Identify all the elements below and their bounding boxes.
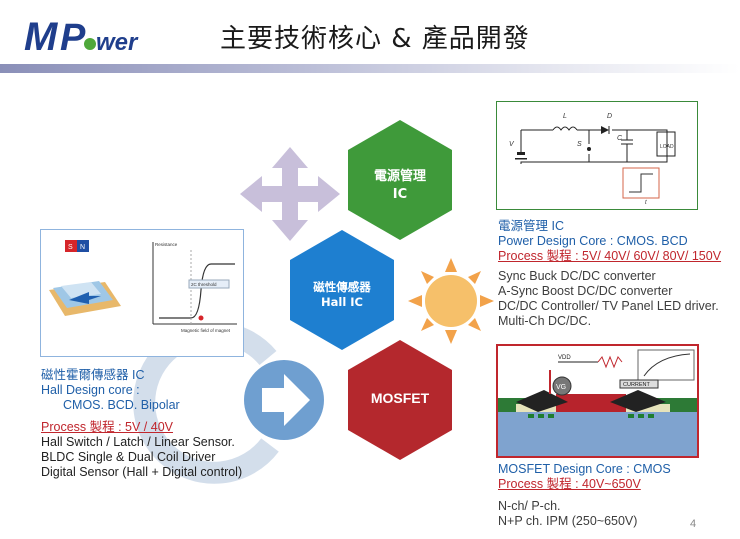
vdd-label: VDD (558, 355, 571, 361)
mosfet-feature-item: N-ch/ P-ch. (498, 499, 561, 513)
hall-ic-core: Hall Design core : (41, 383, 140, 397)
mosfet-info: MOSFET Design Core : CMOS Process 製程 : 4… (498, 462, 671, 529)
power-feature-item: A-Sync Boost DC/DC converter (498, 284, 673, 298)
vg-label: VG (556, 384, 566, 391)
mosfet-hexagon (348, 340, 452, 460)
boost-circuit-panel: L D V S C LOAD t (496, 101, 698, 210)
hall-feature-item: Hall Switch / Latch / Linear Sensor. (41, 435, 235, 449)
page-title: 主要技術核心 & 產品開發 (220, 24, 530, 54)
hall-ic-title: 磁性霍爾傳感器 IC (41, 368, 145, 382)
svg-text:M: M (24, 15, 59, 58)
north-pole-label: N (80, 244, 85, 251)
page-number: 4 (690, 518, 697, 530)
power-feature-item: Multi-Ch DC/DC. (498, 314, 592, 328)
mosfet-process: Process 製程 : 40V~650V (498, 477, 641, 491)
power-ic-core: Power Design Core : CMOS. BCD (498, 234, 688, 248)
south-pole-label: S (68, 244, 73, 251)
hall-sensor-panel: S N 2C threshold Resistance Magnetic fie… (40, 229, 244, 357)
time-label: t (645, 200, 647, 206)
four-way-arrow-icon (240, 147, 340, 241)
magnetic-field-axis-label: Magnetic field of magnet (181, 328, 231, 333)
sun-icon (408, 258, 494, 344)
hall-feature-item: BLDC Single & Dual Coil Driver (41, 450, 216, 464)
resistance-axis-label: Resistance (155, 242, 178, 247)
mosfet-feature-item: N+P ch. IPM (250~650V) (498, 514, 638, 528)
hall-ic-process: Process 製程 : 5V / 40V (41, 420, 173, 434)
power-ic-label: 電源管理 IC (373, 169, 426, 202)
svg-text:wer: wer (96, 29, 139, 56)
hall-feature-item: Digital Sensor (Hall + Digital control) (41, 465, 243, 479)
mosfet-core: MOSFET Design Core : CMOS (498, 462, 671, 476)
inductor-label: L (563, 113, 567, 120)
svg-text:P: P (60, 17, 86, 58)
mosfet-label: MOSFET (370, 390, 430, 406)
switch-label: S (577, 141, 582, 148)
hall-ic-label: 磁性傳感器 Hall IC (313, 280, 371, 309)
hall-ic-hexagon (290, 230, 394, 350)
load-label: LOAD (660, 144, 674, 150)
current-label: CURRENT (623, 382, 651, 388)
mosfet-diagram-panel: VG VDD CURRENT (496, 344, 699, 458)
diode-label: D (607, 113, 612, 120)
header-divider-bar (0, 64, 740, 73)
hall-ic-core-process: CMOS. BCD. Bipolar (63, 398, 180, 412)
hall-ic-info: 磁性霍爾傳感器 IC Hall Design core : CMOS. BCD.… (41, 368, 242, 480)
power-ic-title: 電源管理 IC (498, 219, 564, 233)
capacitor-label: C (617, 135, 623, 142)
power-ic-process: Process 製程 : 5V/ 40V/ 60V/ 80V/ 150V (498, 249, 722, 263)
power-ic-info: 電源管理 IC Power Design Core : CMOS. BCD Pr… (498, 219, 721, 329)
power-feature-item: Sync Buck DC/DC converter (498, 269, 656, 283)
power-feature-item: DC/DC Controller/ TV Panel LED driver. (498, 299, 719, 313)
power-ic-hexagon (348, 120, 452, 240)
threshold-label: 2C threshold (191, 282, 217, 287)
source-label: V (509, 141, 515, 148)
mpower-logo: M P wer (22, 14, 182, 59)
